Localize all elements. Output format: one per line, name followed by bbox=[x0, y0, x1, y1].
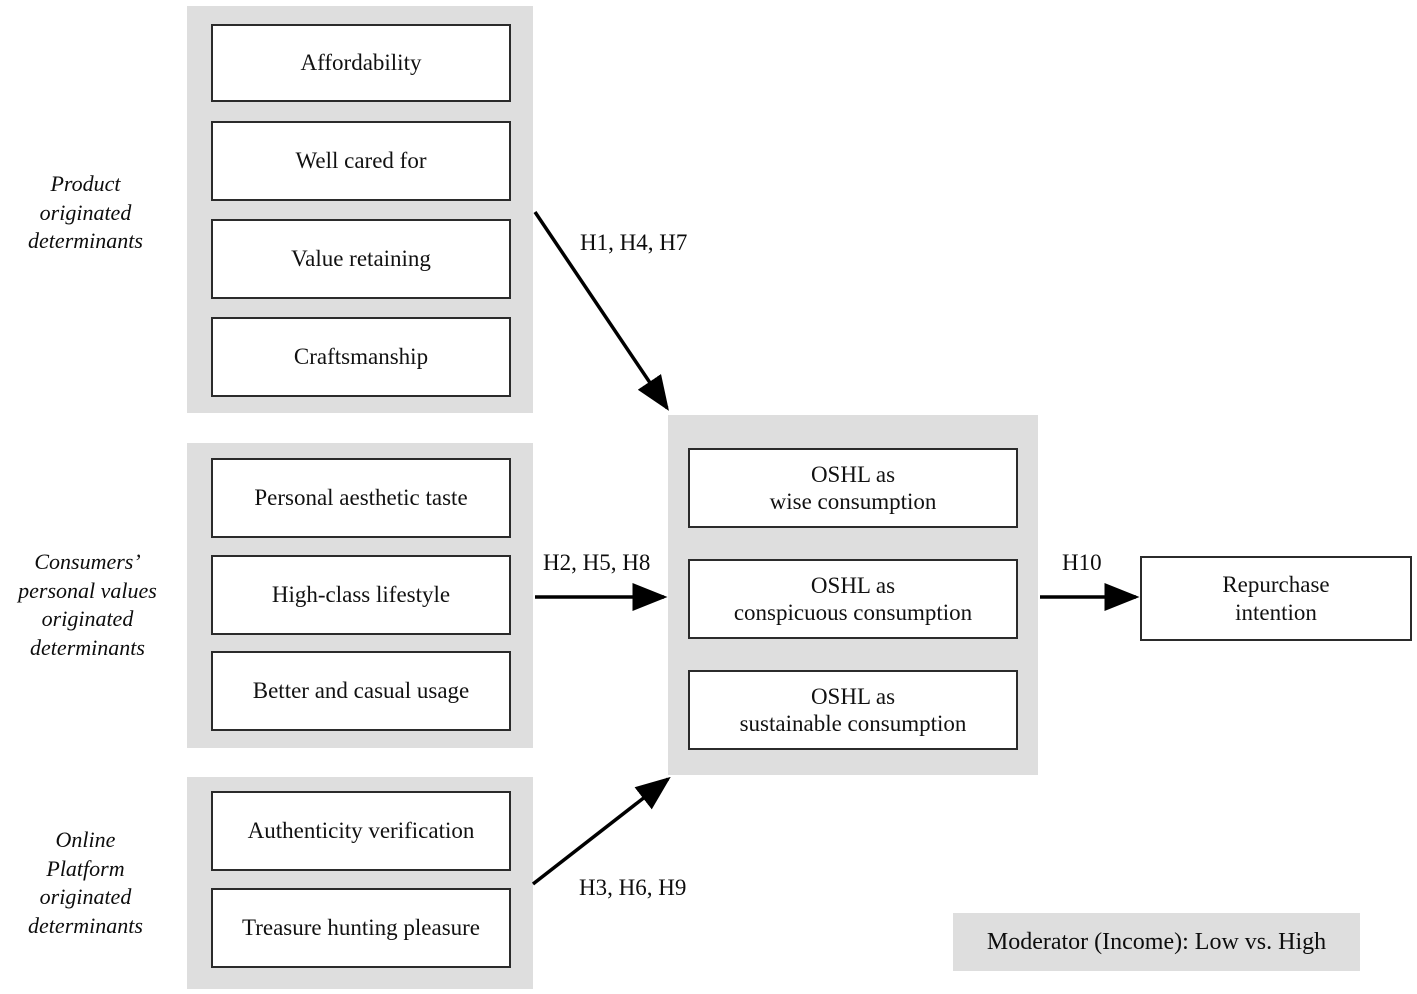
node-treasure-hunting-pleasure[interactable]: Treasure hunting pleasure bbox=[211, 888, 511, 968]
node-label: Affordability bbox=[300, 50, 422, 76]
node-label: Personal aesthetic taste bbox=[254, 485, 468, 511]
category-caption-consumer-values: Consumers’ personal values originated de… bbox=[18, 549, 157, 660]
node-label: Better and casual usage bbox=[252, 678, 470, 704]
node-label: OSHL as conspicuous consumption bbox=[733, 572, 973, 625]
node-oshl-wise-consumption[interactable]: OSHL as wise consumption bbox=[688, 448, 1018, 528]
arrow-h3-h6-h9 bbox=[531, 776, 671, 886]
node-label: Repurchase intention bbox=[1222, 572, 1330, 625]
moderator-banner: Moderator (Income): Low vs. High bbox=[953, 913, 1360, 971]
hypothesis-label-h10: H10 bbox=[1062, 550, 1102, 575]
node-craftsmanship[interactable]: Craftsmanship bbox=[211, 317, 511, 397]
node-label: Craftsmanship bbox=[293, 344, 429, 370]
node-authenticity-verification[interactable]: Authenticity verification bbox=[211, 791, 511, 871]
node-label: Value retaining bbox=[291, 246, 431, 272]
node-label: Authenticity verification bbox=[247, 818, 475, 844]
node-personal-aesthetic-taste[interactable]: Personal aesthetic taste bbox=[211, 458, 511, 538]
moderator-label: Moderator (Income): Low vs. High bbox=[986, 928, 1327, 955]
hypothesis-label-h1-h4-h7: H1, H4, H7 bbox=[580, 230, 688, 255]
node-high-class-lifestyle[interactable]: High-class lifestyle bbox=[211, 555, 511, 635]
node-better-and-casual-usage[interactable]: Better and casual usage bbox=[211, 651, 511, 731]
category-caption-product: Product originated determinants bbox=[28, 171, 143, 254]
node-label: OSHL as sustainable consumption bbox=[739, 683, 967, 736]
node-label: Treasure hunting pleasure bbox=[241, 915, 481, 941]
node-label: OSHL as wise consumption bbox=[769, 461, 937, 514]
node-oshl-conspicuous-consumption[interactable]: OSHL as conspicuous consumption bbox=[688, 559, 1018, 639]
hypothesis-label-h3-h6-h9: H3, H6, H9 bbox=[579, 875, 687, 900]
node-value-retaining[interactable]: Value retaining bbox=[211, 219, 511, 299]
node-label: Well cared for bbox=[295, 148, 427, 174]
node-oshl-sustainable-consumption[interactable]: OSHL as sustainable consumption bbox=[688, 670, 1018, 750]
node-well-cared-for[interactable]: Well cared for bbox=[211, 121, 511, 201]
node-repurchase-intention[interactable]: Repurchase intention bbox=[1140, 556, 1412, 641]
node-affordability[interactable]: Affordability bbox=[211, 24, 511, 102]
node-label: High-class lifestyle bbox=[271, 582, 451, 608]
category-caption-online-platform: Online Platform originated determinants bbox=[28, 827, 143, 938]
hypothesis-label-h2-h5-h8: H2, H5, H8 bbox=[543, 550, 651, 575]
